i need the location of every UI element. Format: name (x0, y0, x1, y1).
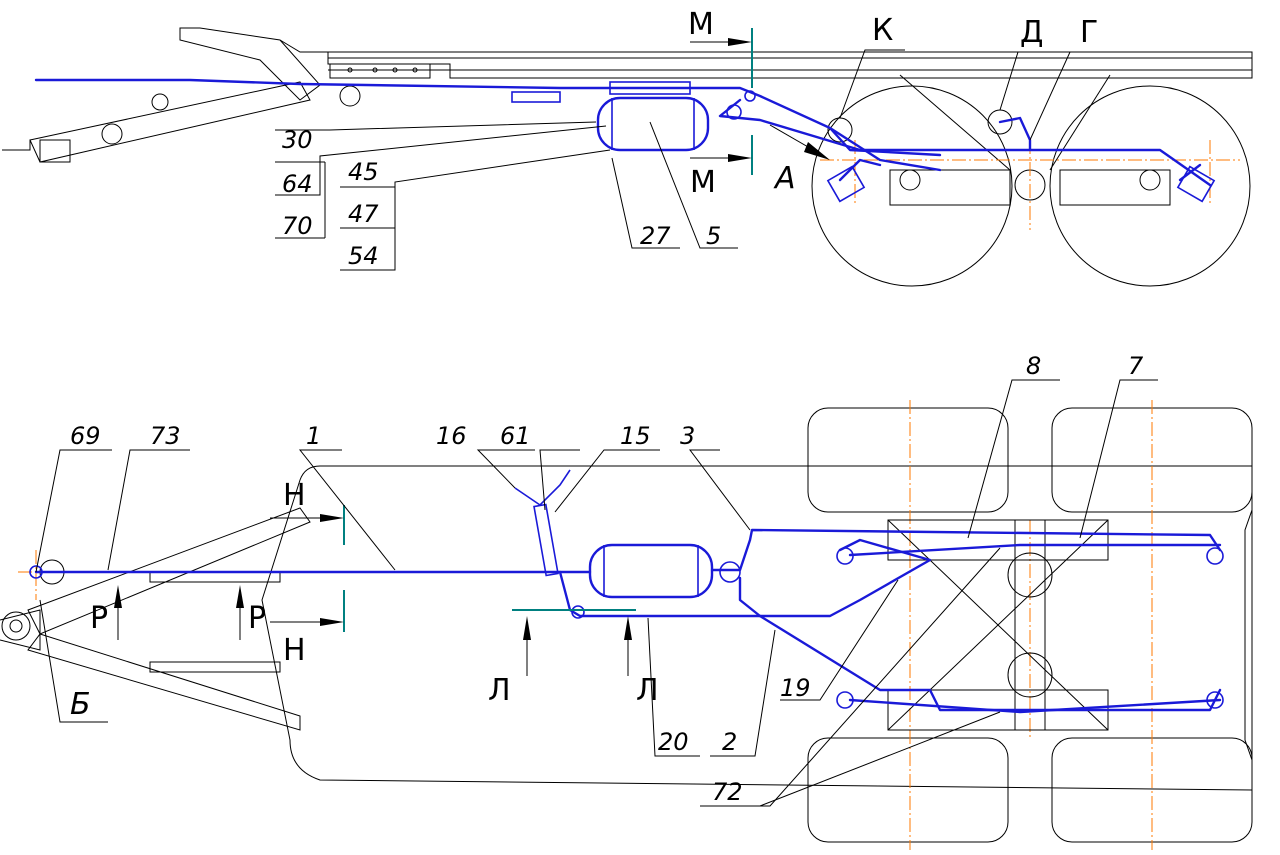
callout-27: 27 (640, 222, 671, 250)
view-k: К (872, 13, 893, 48)
callout-3: 3 (680, 422, 695, 450)
section-l-right: Л (636, 673, 659, 708)
callout-69: 69 (70, 422, 101, 450)
callout-7: 7 (1128, 352, 1144, 380)
section-m-top: М (688, 7, 714, 42)
callout-47: 47 (348, 200, 379, 228)
callout-70: 70 (282, 212, 313, 240)
section-n-top: Н (283, 478, 306, 513)
platform-outline (261, 465, 1253, 791)
frame-outline (327, 51, 1253, 79)
callout-73: 73 (150, 422, 181, 450)
callout-16: 16 (436, 422, 467, 450)
callout-54: 54 (348, 242, 379, 270)
section-m-bottom: М (690, 165, 716, 200)
section-n-bottom: Н (283, 633, 306, 668)
side-view: М М К Д Г А 30 64 70 45 47 54 27 5 (2, 7, 1253, 287)
air-tank-plan (588, 543, 714, 599)
rear-wheel-1 (811, 85, 1013, 287)
callout-20: 20 (658, 728, 689, 756)
callout-45: 45 (348, 158, 379, 186)
callout-2: 2 (722, 728, 737, 756)
callout-8: 8 (1026, 352, 1041, 380)
callout-72: 72 (712, 778, 743, 806)
callout-15: 15 (620, 422, 651, 450)
callout-1: 1 (306, 422, 321, 450)
view-b: Б (70, 687, 91, 722)
view-d: Д (1020, 15, 1043, 50)
drawbar (29, 81, 311, 163)
section-r-right: Р (248, 601, 266, 636)
section-r-left: Р (90, 601, 108, 636)
callout-30: 30 (282, 126, 313, 154)
tire-front-left-top (807, 407, 1009, 513)
callout-5: 5 (706, 222, 721, 250)
plan-view: Н Н Р Р Л Л Б 69 73 1 16 61 15 3 8 7 19 … (0, 352, 1253, 850)
air-tank-side (596, 96, 710, 152)
section-l-left: Л (488, 673, 511, 708)
rear-wheel-2 (1049, 85, 1251, 287)
view-g: Г (1080, 15, 1098, 50)
callout-19: 19 (780, 674, 811, 702)
callout-61: 61 (500, 422, 531, 450)
callout-64: 64 (282, 170, 313, 198)
view-a: А (773, 161, 796, 196)
tire-front-left-bottom (807, 737, 1009, 843)
